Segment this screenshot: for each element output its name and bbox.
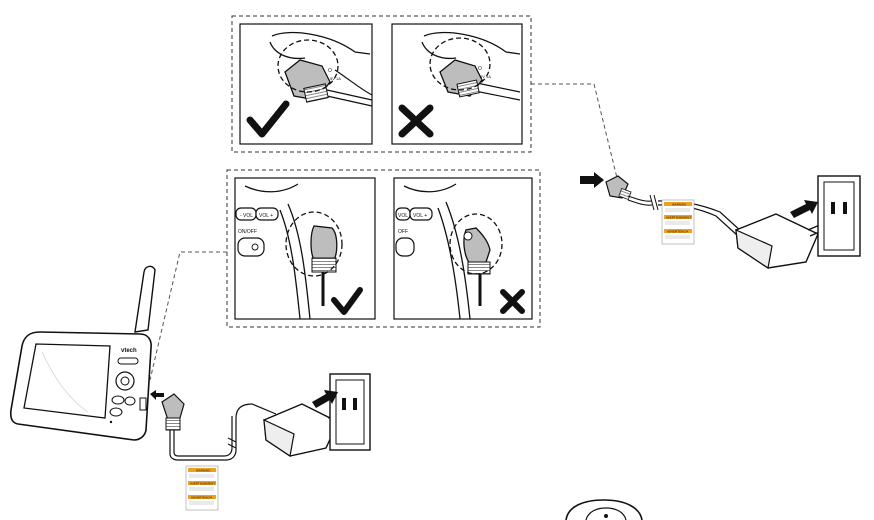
arrow-icon: [312, 390, 338, 408]
menu-button: [117, 357, 139, 365]
parent-adapter-assembly: WARNING AVERTISSEMENT ADVERTENCIA: [161, 373, 371, 511]
vol-plus-label: VOL +: [259, 213, 273, 219]
svg-text:5V 1A: 5V 1A: [480, 74, 491, 79]
cross-icon: [398, 104, 434, 138]
warning-tag: WARNING AVERTISSEMENT ADVERTENCIA: [185, 465, 219, 511]
tag-advertencia: ADVERTENCIA: [191, 496, 212, 500]
arrow-icon: [580, 172, 604, 188]
panel-top-wrong: O 5V 1A: [391, 23, 523, 145]
zoom-circle: [429, 37, 491, 91]
plug-icon: [463, 227, 491, 306]
warning-tag: WARNING AVERTISSEMENT ADVERTENCIA: [661, 199, 695, 245]
power-label: ON/OFF: [238, 229, 257, 235]
zoom-circle: [285, 211, 343, 277]
tag-avertissement: AVERTISSEMENT: [190, 482, 215, 486]
leader-line-bottom: [149, 251, 227, 381]
vol-minus-label: - VOL: [240, 213, 253, 219]
panel-top-correct: O 5V 1A: [239, 23, 373, 145]
vol-plus-button: [255, 207, 279, 221]
cross-icon: [500, 289, 525, 314]
arrow-icon: [150, 390, 164, 400]
plug-icon: [161, 393, 185, 431]
power-port: [139, 397, 147, 411]
svg-text:O: O: [478, 66, 482, 72]
wall-outlet-icon: [329, 373, 371, 451]
camera-top-partial: [565, 499, 643, 520]
zoom-circle: [277, 39, 339, 93]
check-icon: [331, 287, 363, 315]
svg-text:O: O: [328, 68, 332, 74]
tag-advertencia: ADVERTENCIA: [667, 230, 688, 234]
power-label: OFF: [398, 229, 408, 235]
vol-minus-label: VOL: [398, 213, 408, 219]
tag-avertissement: AVERTISSEMENT: [666, 216, 691, 220]
check-icon: [246, 100, 290, 138]
plug-icon: [605, 175, 632, 200]
tag-warning: WARNING: [196, 469, 211, 473]
zoom-circle: [449, 213, 503, 275]
antenna: [134, 265, 156, 333]
panel-bottom-wrong: VOL VOL + OFF: [393, 177, 533, 320]
svg-text:5V 1A: 5V 1A: [330, 76, 341, 81]
plug-icon: [310, 225, 338, 306]
tag-warning: WARNING: [672, 203, 687, 207]
plug-icon: [439, 59, 483, 98]
camera-adapter-assembly: WARNING AVERTISSEMENT ADVERTENCIA: [580, 172, 861, 270]
talk-button: [111, 395, 125, 405]
brand-logo: vtech: [121, 348, 137, 354]
parent-unit-icon: vtech: [9, 265, 156, 441]
power-adapter-icon: [735, 213, 825, 270]
bottom-callout-frame: [226, 169, 541, 328]
panel-bottom-correct: - VOL VOL + ON/OFF: [234, 177, 376, 320]
monitor-screen: [23, 343, 111, 419]
power-button: [237, 237, 265, 257]
wall-outlet-icon: [817, 175, 861, 257]
vol-plus-button: [409, 207, 433, 221]
arrow-icon: [790, 200, 818, 218]
vol-plus-label: VOL +: [413, 213, 427, 219]
power-button: [395, 237, 415, 257]
leader-line-top: [531, 83, 619, 183]
